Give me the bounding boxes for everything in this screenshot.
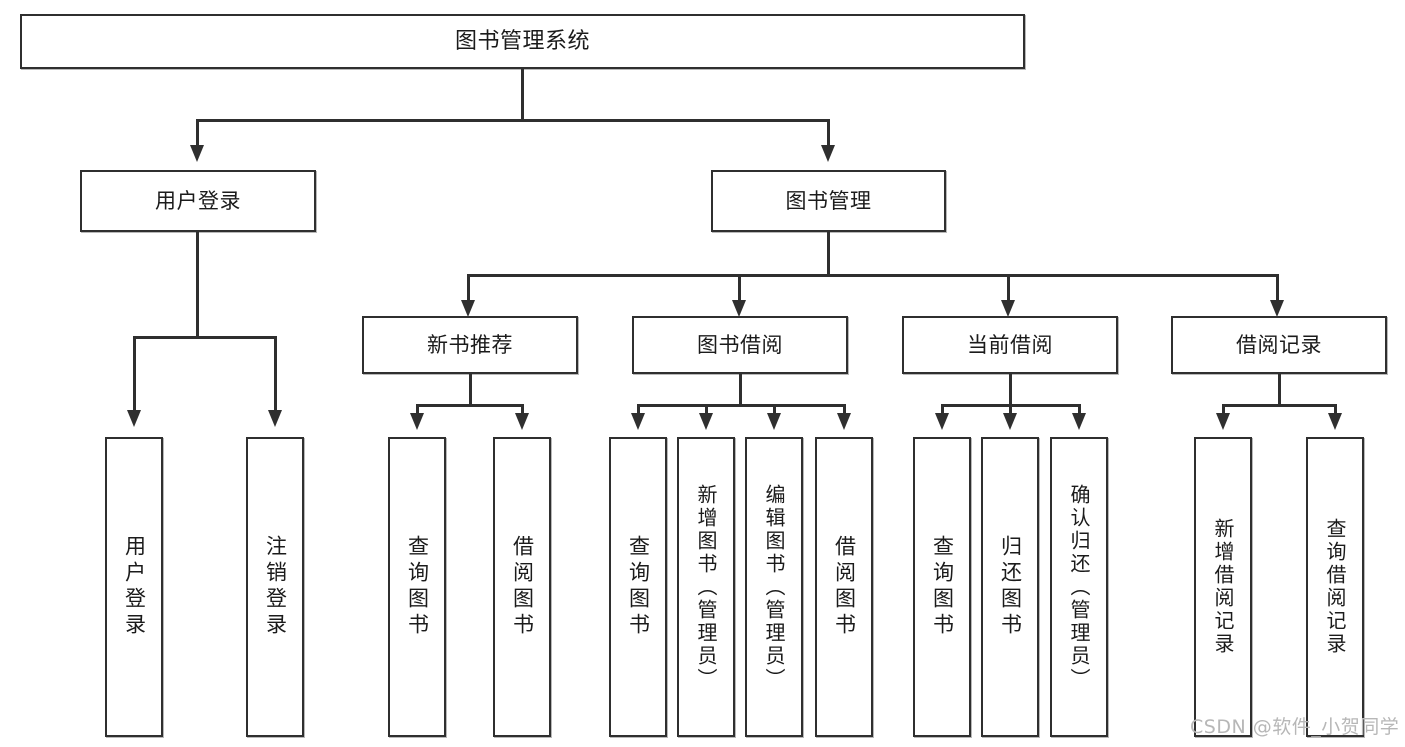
node-book-borrow[interactable]: 图书借阅 [632,316,848,374]
arrowhead-book-mgmt-to-current-borrow [1001,300,1015,317]
arrowhead-user-login-to-leaf-2 [268,410,282,427]
connector-root-bar [196,119,830,122]
connector-new-book-to-leaf-1 [416,404,419,415]
node-label: 查询图书 [930,535,955,639]
node-label: 当前借阅 [967,332,1053,357]
node-label: 归还图书 [998,535,1023,639]
connector-root-to-user-login [196,119,199,147]
arrowhead-book-mgmt-to-book-borrow [732,300,746,317]
arrowhead-book-mgmt-to-borrow-record [1270,300,1284,317]
leaf-book-borrow-edit-book[interactable]: 编辑图书（管理员） [745,437,803,737]
connector-book-mgmt-to-new-book [467,274,470,302]
node-book-management[interactable]: 图书管理 [711,170,946,232]
connector-user-login-stem [196,232,199,338]
connector-borrow-record-stem [1278,374,1281,406]
node-user-login[interactable]: 用户登录 [80,170,316,232]
node-borrow-record[interactable]: 借阅记录 [1171,316,1387,374]
arrowhead-book-borrow-to-leaf-3 [767,413,781,430]
node-label: 借阅图书 [510,535,535,639]
leaf-current-borrow-confirm-return[interactable]: 确认归还（管理员） [1050,437,1108,737]
connector-book-mgmt-to-book-borrow [738,274,741,302]
connector-book-borrow-stem [739,374,742,406]
leaf-new-book-query[interactable]: 查询图书 [388,437,446,737]
connector-book-borrow-bar [637,404,846,407]
connector-book-borrow-to-leaf-3 [773,404,776,415]
connector-user-login-to-leaf-2 [274,336,277,412]
connector-root-stem [521,69,524,121]
leaf-book-borrow-borrow-book[interactable]: 借阅图书 [815,437,873,737]
arrowhead-root-to-book-mgmt [821,145,835,162]
leaf-user-login-logout[interactable]: 注销登录 [246,437,304,737]
connector-new-book-bar [416,404,524,407]
connector-current-borrow-to-leaf-2 [1009,404,1012,415]
arrowhead-book-mgmt-to-new-book [461,300,475,317]
arrowhead-book-borrow-to-leaf-1 [631,413,645,430]
node-label: 编辑图书（管理员） [762,483,786,691]
leaf-new-book-borrow[interactable]: 借阅图书 [493,437,551,737]
connector-book-mgmt-stem [827,232,830,276]
arrowhead-root-to-user-login [190,145,204,162]
leaf-borrow-record-query[interactable]: 查询借阅记录 [1306,437,1364,737]
leaf-current-borrow-query[interactable]: 查询图书 [913,437,971,737]
arrowhead-book-borrow-to-leaf-2 [699,413,713,430]
arrowhead-book-borrow-to-leaf-4 [837,413,851,430]
watermark-text: CSDN @软件_小贺同学 [1190,716,1400,738]
node-label: 图书管理 [785,188,872,213]
connector-root-to-book-mgmt [827,119,830,147]
arrowhead-new-book-to-leaf-1 [410,413,424,430]
node-label: 图书借阅 [697,332,783,357]
node-label: 借阅图书 [832,535,857,639]
node-label: 新书推荐 [427,332,513,357]
connector-borrow-record-bar [1222,404,1337,407]
connector-new-book-stem [469,374,472,406]
connector-book-borrow-to-leaf-2 [705,404,708,415]
node-root-system[interactable]: 图书管理系统 [20,14,1025,69]
node-label: 图书管理系统 [454,28,590,54]
leaf-user-login-login[interactable]: 用户登录 [105,437,163,737]
connector-book-mgmt-to-borrow-record [1276,274,1279,302]
connector-borrow-record-to-leaf-1 [1222,404,1225,415]
node-label: 新增图书（管理员） [694,483,718,691]
leaf-book-borrow-query[interactable]: 查询图书 [609,437,667,737]
arrowhead-user-login-to-leaf-1 [127,410,141,427]
connector-book-mgmt-bar [467,274,1279,277]
node-label: 用户登录 [155,188,241,213]
node-label: 用户登录 [122,535,147,639]
connector-user-login-to-leaf-1 [133,336,136,412]
connector-book-borrow-to-leaf-1 [637,404,640,415]
leaf-book-borrow-add-book[interactable]: 新增图书（管理员） [677,437,735,737]
connector-book-mgmt-to-current-borrow [1007,274,1010,302]
arrowhead-borrow-record-to-leaf-1 [1216,413,1230,430]
node-label: 新增借阅记录 [1211,518,1235,656]
node-label: 确认归还（管理员） [1067,483,1091,691]
arrowhead-borrow-record-to-leaf-2 [1328,413,1342,430]
node-label: 查询借阅记录 [1323,518,1347,656]
node-new-book-recommend[interactable]: 新书推荐 [362,316,578,374]
arrowhead-current-borrow-to-leaf-1 [935,413,949,430]
node-label: 注销登录 [263,535,288,639]
connector-borrow-record-to-leaf-2 [1334,404,1337,415]
node-label: 查询图书 [626,535,651,639]
node-label: 查询图书 [405,535,430,639]
arrowhead-new-book-to-leaf-2 [515,413,529,430]
arrowhead-current-borrow-to-leaf-2 [1003,413,1017,430]
connector-book-borrow-to-leaf-4 [843,404,846,415]
arrowhead-current-borrow-to-leaf-3 [1072,413,1086,430]
node-label: 借阅记录 [1236,332,1322,357]
connector-current-borrow-to-leaf-1 [941,404,944,415]
connector-current-borrow-stem [1009,374,1012,406]
connector-current-borrow-to-leaf-3 [1078,404,1081,415]
connector-user-login-bar [133,336,277,339]
node-current-borrow[interactable]: 当前借阅 [902,316,1118,374]
connector-new-book-to-leaf-2 [521,404,524,415]
leaf-borrow-record-add[interactable]: 新增借阅记录 [1194,437,1252,737]
leaf-current-borrow-return[interactable]: 归还图书 [981,437,1039,737]
